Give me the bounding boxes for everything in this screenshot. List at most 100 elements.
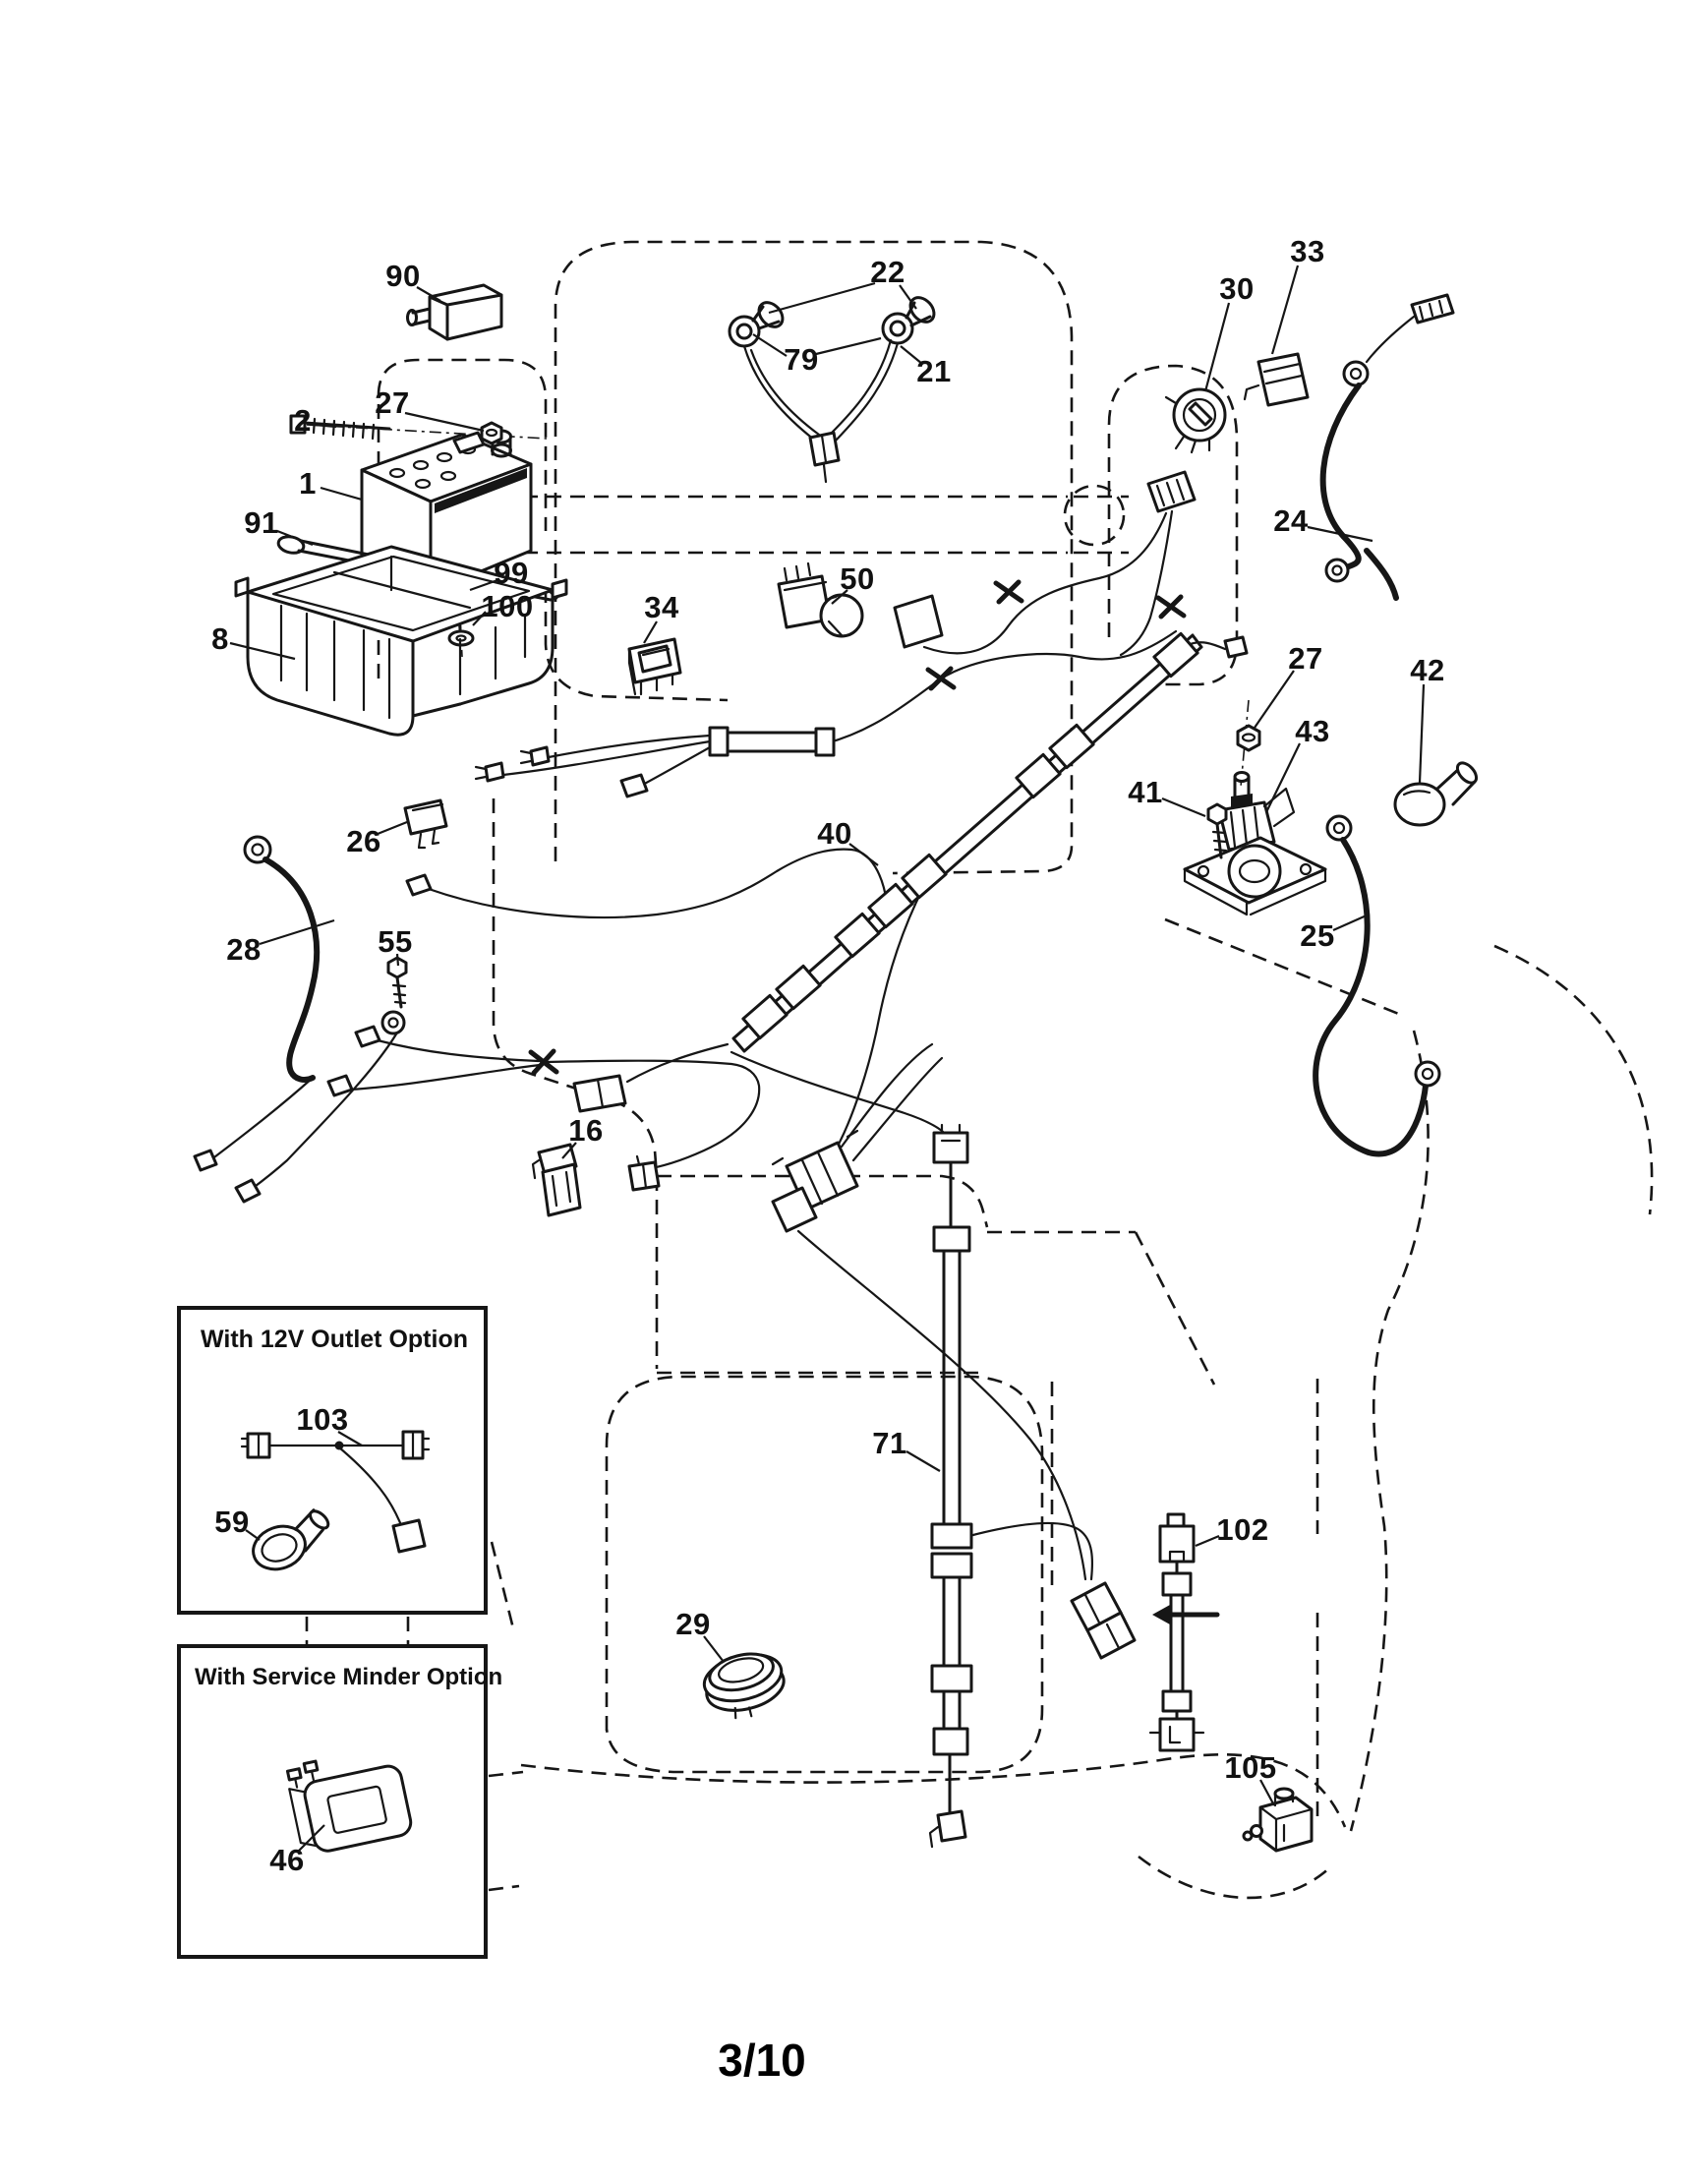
- part-battery-box-8: [234, 545, 568, 737]
- page-number: 3/10: [718, 2035, 806, 2086]
- part-callout-26: 26: [346, 824, 381, 858]
- part-callout-71: 71: [872, 1426, 907, 1460]
- part-flag-terminals-left: [326, 873, 433, 1097]
- part-fuse-26: [403, 798, 448, 850]
- callout-leader: [831, 589, 848, 605]
- callout-leader: [1270, 265, 1300, 355]
- part-inline-fuse-link: [474, 726, 836, 798]
- part-inline-connector-pair: [1070, 1581, 1137, 1660]
- part-callout-16: 16: [568, 1113, 604, 1148]
- part-callout-30: 30: [1219, 271, 1255, 306]
- inset-title-12v-outlet: With 12V Outlet Option: [201, 1326, 468, 1353]
- part-bolt-2: [289, 414, 391, 441]
- part-bolt-41: [1206, 802, 1228, 859]
- inset-12v-outlet-box: [177, 1306, 488, 1615]
- callout-leader-lines: [229, 265, 1426, 1852]
- callout-leader: [416, 286, 441, 302]
- part-ground-wire-28: [193, 835, 406, 1204]
- callout-leader: [298, 1824, 325, 1852]
- part-callout-40: 40: [817, 816, 852, 851]
- inset-service-minder-box: [177, 1644, 488, 1959]
- callout-leader: [848, 843, 879, 866]
- part-ground-cable-25: [1313, 814, 1441, 1157]
- callout-leader: [1203, 302, 1231, 392]
- part-callout-46: 46: [269, 1843, 305, 1877]
- part-callout-43: 43: [1295, 714, 1330, 748]
- part-callout-105: 105: [1224, 1750, 1277, 1785]
- part-callout-99: 99: [494, 556, 529, 590]
- part-small-connectors: [572, 1074, 661, 1192]
- part-callout-24: 24: [1273, 503, 1309, 538]
- callout-leader: [561, 1142, 577, 1159]
- callout-leader: [377, 820, 408, 836]
- part-callout-41: 41: [1128, 775, 1163, 809]
- callout-leader: [404, 411, 485, 433]
- part-callout-8: 8: [211, 621, 229, 656]
- part-callout-33: 33: [1290, 234, 1325, 268]
- callout-leader: [472, 611, 487, 626]
- part-outlet-harness-103: [240, 1430, 431, 1554]
- part-extension-cable-102: [1148, 1512, 1220, 1752]
- part-interlock-switch-16: [531, 1143, 582, 1217]
- part-relay-50: [777, 561, 864, 638]
- part-nut-27-right: [1236, 724, 1261, 752]
- callout-leader: [245, 1529, 261, 1541]
- part-callout-100: 100: [481, 589, 534, 623]
- part-nut-27-left: [480, 421, 503, 445]
- part-main-harness-40: [731, 631, 1203, 1053]
- part-callout-34: 34: [644, 590, 679, 624]
- part-bolt-55: [386, 956, 408, 1009]
- part-callout-25: 25: [1300, 918, 1335, 953]
- callout-leader: [900, 345, 923, 365]
- callout-leader: [276, 529, 314, 547]
- part-callout-2: 2: [294, 403, 312, 438]
- part-headlight-harness-22: [728, 296, 936, 484]
- part-callout-102: 102: [1216, 1512, 1269, 1547]
- callout-leader: [752, 333, 788, 357]
- callout-leader: [337, 1431, 363, 1446]
- callout-leader: [1332, 913, 1370, 932]
- callout-leader: [395, 953, 400, 967]
- part-callout-59: 59: [214, 1505, 250, 1539]
- callout-leader: [815, 336, 882, 356]
- wire-tie-markers: [528, 579, 1187, 1076]
- part-12v-socket-59: [252, 1508, 330, 1571]
- part-flag-terminal-right: [1223, 635, 1249, 659]
- part-starter-solenoid-43: [1183, 771, 1327, 916]
- part-callout-28: 28: [226, 932, 262, 967]
- part-flat-connector: [893, 594, 944, 649]
- part-fuel-solenoid-105: [1242, 1787, 1314, 1853]
- callout-leader: [1418, 683, 1426, 784]
- part-callout-103: 103: [296, 1402, 349, 1437]
- callout-leader: [259, 918, 335, 946]
- part-harness-71: [928, 1123, 973, 1849]
- callout-leader: [1265, 742, 1301, 813]
- part-fuse-holder-90: [406, 283, 503, 341]
- callout-leader: [229, 641, 296, 661]
- part-callout-27: 27: [1288, 641, 1323, 676]
- part-battery-1: [360, 429, 533, 594]
- callout-leader: [469, 578, 498, 592]
- part-callout-79: 79: [784, 342, 819, 377]
- part-ignition-switch-30: [1164, 387, 1227, 454]
- callout-leader: [320, 486, 363, 502]
- callout-leader: [1161, 797, 1206, 818]
- callout-leader: [1307, 525, 1373, 543]
- callout-leader: [899, 284, 917, 310]
- harness-wires: [348, 509, 1227, 1581]
- part-dash-connector: [1146, 470, 1197, 513]
- part-callout-91: 91: [244, 505, 279, 540]
- part-callout-27: 27: [375, 385, 410, 420]
- part-callout-55: 55: [378, 924, 413, 959]
- callout-leader: [905, 1450, 941, 1472]
- tractor-outline-dashed: [305, 240, 1654, 1900]
- part-callout-42: 42: [1410, 653, 1445, 687]
- callout-leader: [1254, 670, 1295, 729]
- callout-leader: [1195, 1534, 1220, 1548]
- part-switch-34: [627, 637, 682, 696]
- part-callout-1: 1: [299, 466, 317, 501]
- part-circuit-breaker-33: [1243, 352, 1310, 407]
- callout-leader: [703, 1635, 725, 1663]
